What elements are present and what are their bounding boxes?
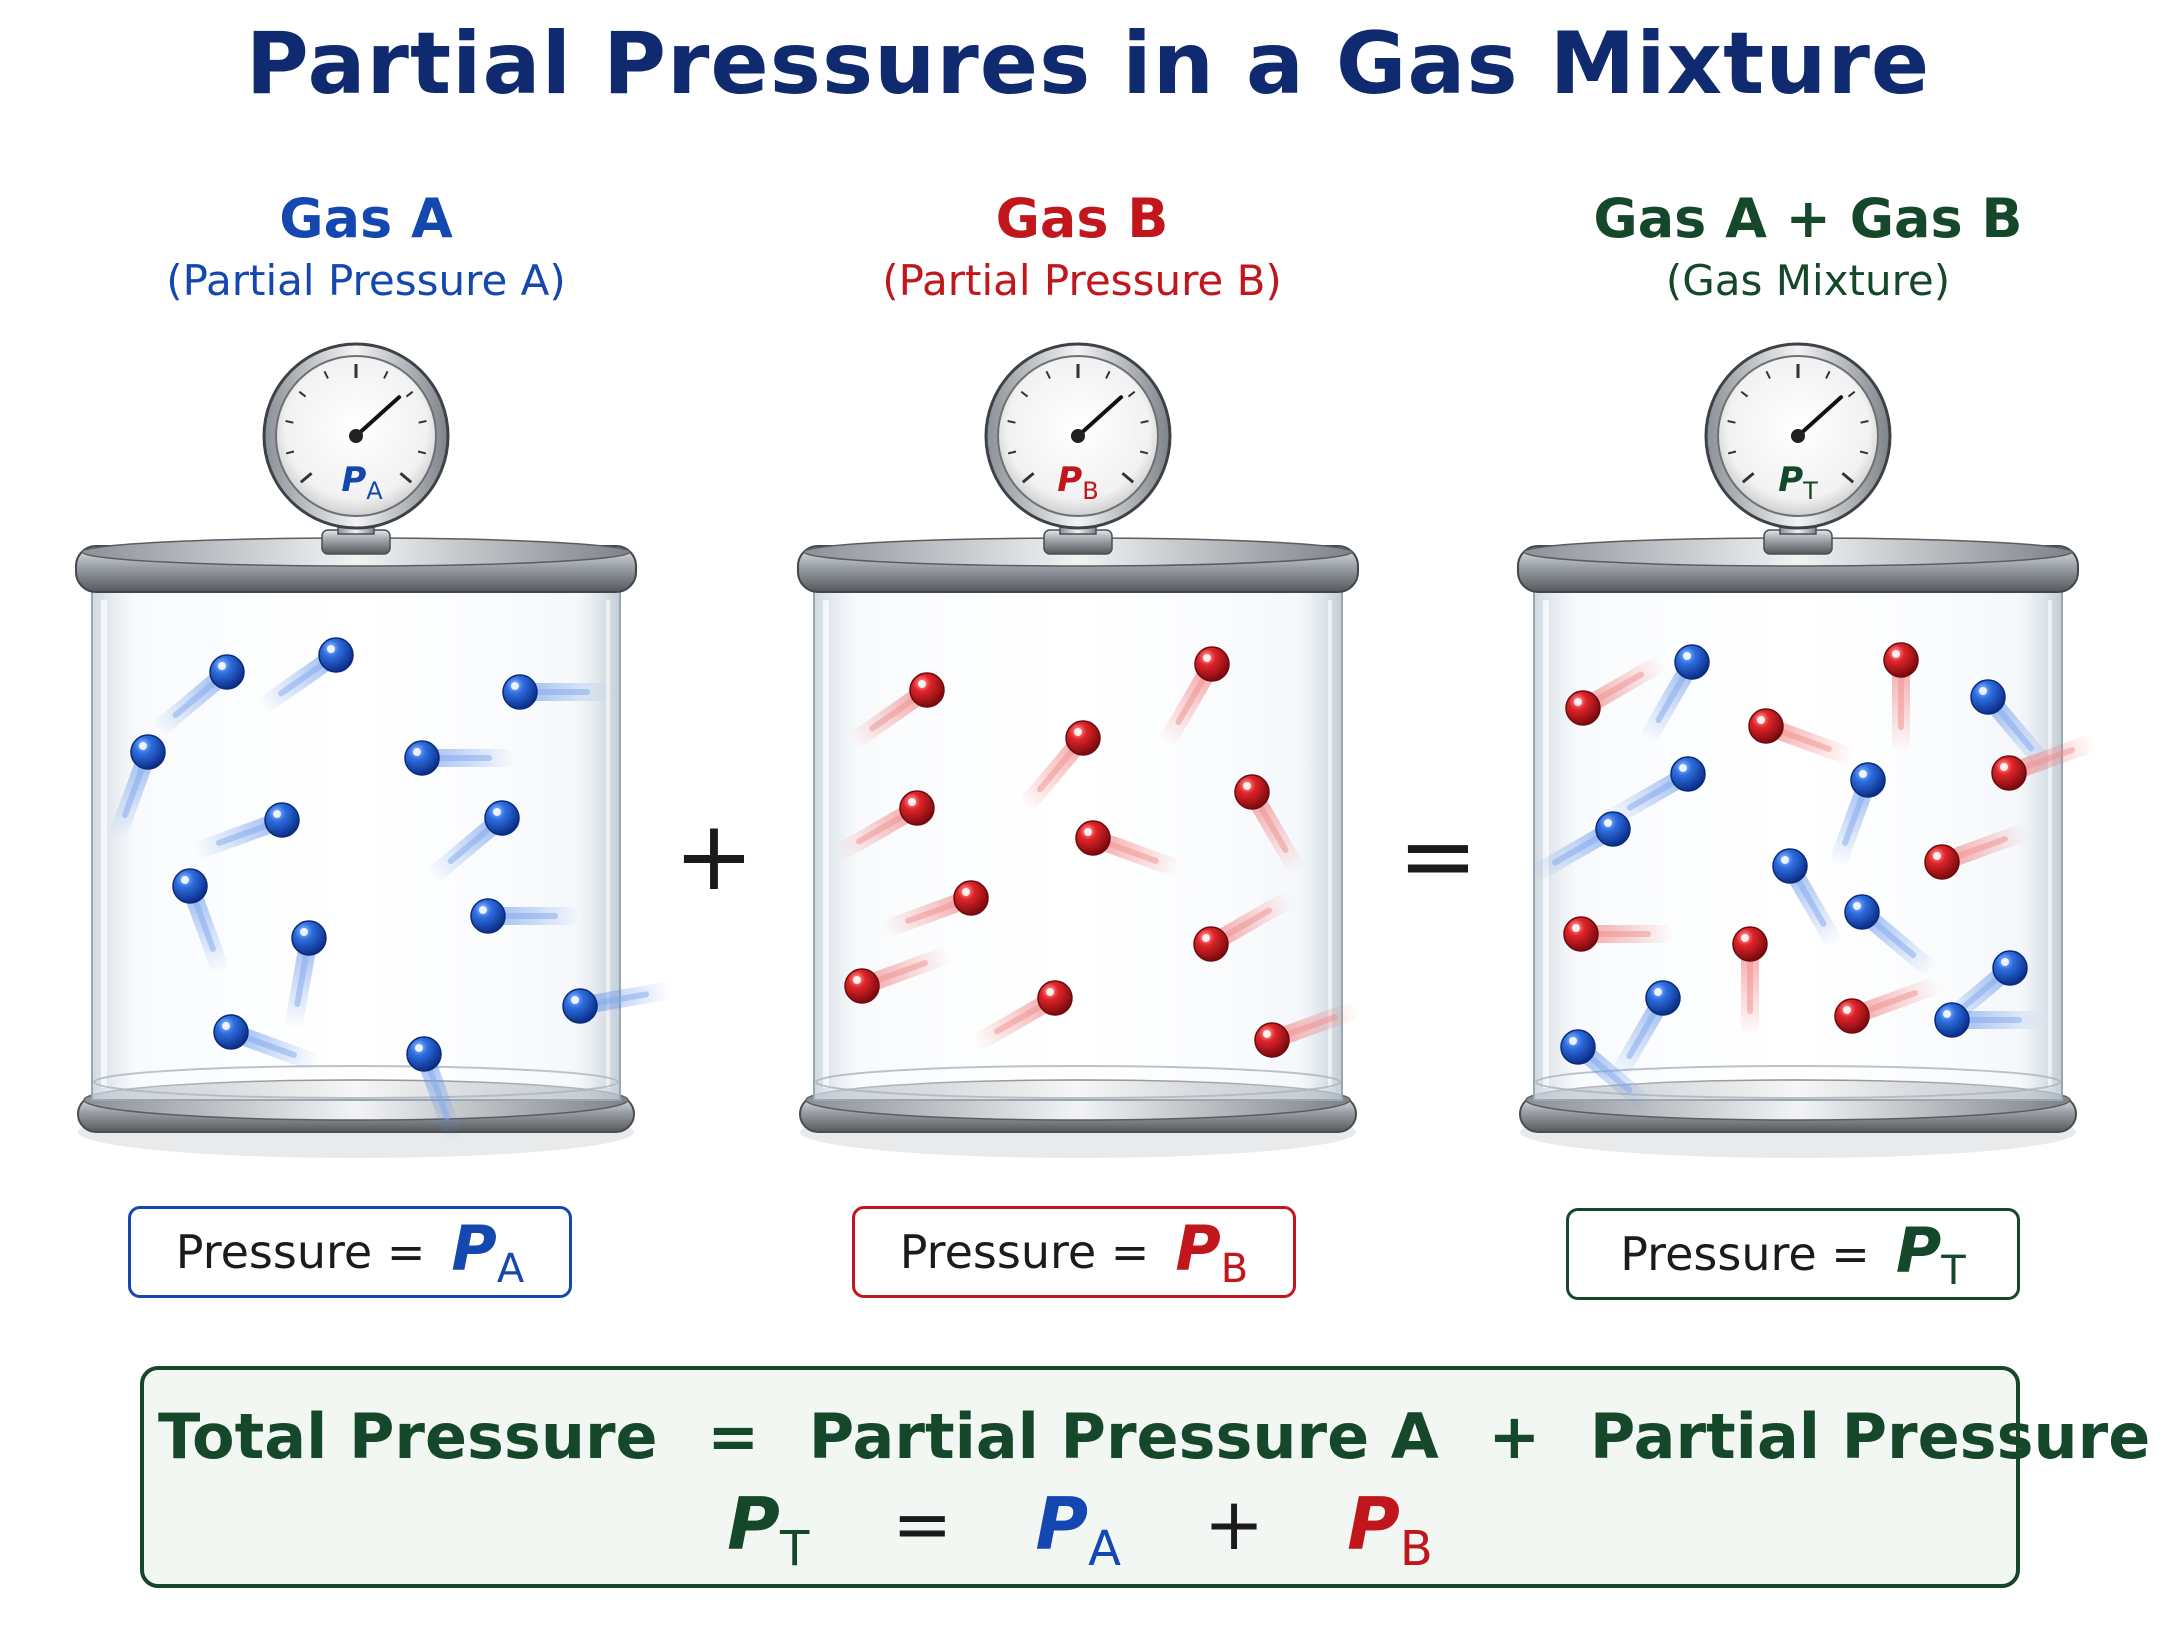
panel-mixture-heading: Gas A + Gas B (Gas Mixture) [1458, 186, 2158, 310]
symbol-pt: PT [727, 1482, 810, 1577]
pressure-b-symbol: PB [1175, 1212, 1249, 1292]
gas-b-molecule [974, 980, 1073, 1049]
mixture-molecule [1970, 679, 2051, 770]
mixture-molecule [1560, 1029, 1651, 1110]
mixture-molecule [1844, 894, 1935, 975]
pressure-t-label: Pressure = [1620, 1227, 1870, 1281]
gas-a-molecule [259, 637, 354, 712]
gas-a-molecule [195, 802, 300, 858]
page-title: Partial Pressures in a Gas Mixture [245, 14, 1931, 114]
mixture-molecule [1607, 756, 1706, 825]
gauge-a-symbol: PA [341, 460, 383, 505]
mixture-molecule [1732, 926, 1768, 1036]
mixture-title: Gas A + Gas B [1593, 187, 2023, 250]
gas-a-molecule [502, 674, 612, 710]
mixture-pressure-gauge-icon [1704, 342, 1892, 530]
symbol-plus: + [1203, 1482, 1265, 1566]
dalton-law-summary: Total Pressure = Partial Pressure A + Pa… [140, 1366, 2176, 1588]
gas-a-container [75, 342, 671, 1158]
plus-operator: + [673, 800, 755, 912]
gas-a-molecule [404, 740, 514, 776]
total-pressure-term: Total Pressure [158, 1400, 658, 1473]
pressure-t-symbol: PT [1895, 1214, 1966, 1294]
gas-a-pressure-gauge-icon [262, 342, 450, 530]
gas-b-molecule [1234, 774, 1303, 873]
mixture-container [1517, 342, 2096, 1158]
pressure-a-label: Pressure = [175, 1225, 426, 1279]
word-equals: = [707, 1400, 760, 1473]
mixture-molecule [1748, 708, 1853, 764]
gas-a-molecule [562, 982, 671, 1024]
gas-a-title: Gas A [279, 187, 453, 250]
pressure-a-box: Pressure = PA [128, 1206, 572, 1298]
gas-a-molecule [213, 1014, 318, 1070]
gas-b-molecule [850, 672, 945, 747]
mixture-molecule [1612, 980, 1681, 1079]
mixture-molecule [1924, 824, 2029, 880]
gas-a-subtitle: (Partial Pressure A) [166, 256, 566, 305]
gas-b-pressure-gauge-icon [984, 342, 1172, 530]
gas-b-container [797, 342, 1359, 1158]
mixture-molecule [1934, 1002, 2044, 1038]
partial-a-term: Partial Pressure A [808, 1400, 1439, 1473]
mixture-molecule [1991, 735, 2096, 791]
gas-b-molecule [844, 948, 949, 1004]
gas-a-molecule [172, 868, 228, 973]
gas-a-molecule [154, 654, 245, 735]
gas-a-molecule [110, 734, 166, 839]
mixture-molecule [1830, 762, 1886, 867]
mixture-molecule [1641, 644, 1710, 743]
gas-b-molecule [1020, 720, 1101, 811]
equals-operator: = [1397, 800, 1479, 912]
gas-b-molecule [884, 880, 989, 936]
gas-b-title: Gas B [995, 187, 1169, 250]
symbol-equals: = [892, 1482, 953, 1566]
gas-a-molecule [406, 1036, 462, 1141]
partial-b-term: Partial Pressure B [1589, 1400, 2176, 1473]
pressure-b-label: Pressure = [899, 1225, 1150, 1279]
gas-b-molecule [1254, 1002, 1359, 1058]
panel-gas-a-heading: Gas A (Partial Pressure A) [16, 186, 716, 310]
gauge-t-symbol: PT [1778, 460, 1818, 505]
gas-a-molecule [285, 920, 327, 1029]
gas-b-molecule [1161, 646, 1230, 745]
pressure-b-box: Pressure = PB [852, 1206, 1296, 1298]
mixture-molecule [1883, 642, 1919, 752]
gas-b-molecule [1193, 893, 1292, 962]
mixture-subtitle: (Gas Mixture) [1665, 256, 1951, 305]
pressure-a-symbol: PA [451, 1212, 525, 1292]
symbol-pb: PB [1347, 1482, 1433, 1577]
pressure-t-box: Pressure = PT [1566, 1208, 2020, 1300]
mixture-molecule [1772, 848, 1841, 947]
gas-a-molecule [470, 898, 580, 934]
gas-b-molecule [836, 790, 935, 859]
mixture-molecule [1834, 978, 1939, 1034]
gas-b-subtitle: (Partial Pressure B) [882, 256, 1282, 305]
mixture-molecule [1532, 811, 1631, 880]
gas-a-molecule [429, 800, 520, 881]
symbol-equation: PT = PA + PB [144, 1482, 2016, 1577]
gauge-b-symbol: PB [1057, 460, 1099, 505]
word-plus: + [1488, 1400, 1541, 1473]
symbol-pa: PA [1035, 1482, 1121, 1577]
word-equation: Total Pressure = Partial Pressure A + Pa… [144, 1400, 2176, 1473]
gas-b-molecule [1075, 820, 1180, 876]
mixture-molecule [1565, 657, 1664, 726]
mixture-molecule [1563, 916, 1673, 952]
gas-a-glass [91, 585, 621, 1101]
panel-gas-b-heading: Gas B (Partial Pressure B) [732, 186, 1432, 310]
